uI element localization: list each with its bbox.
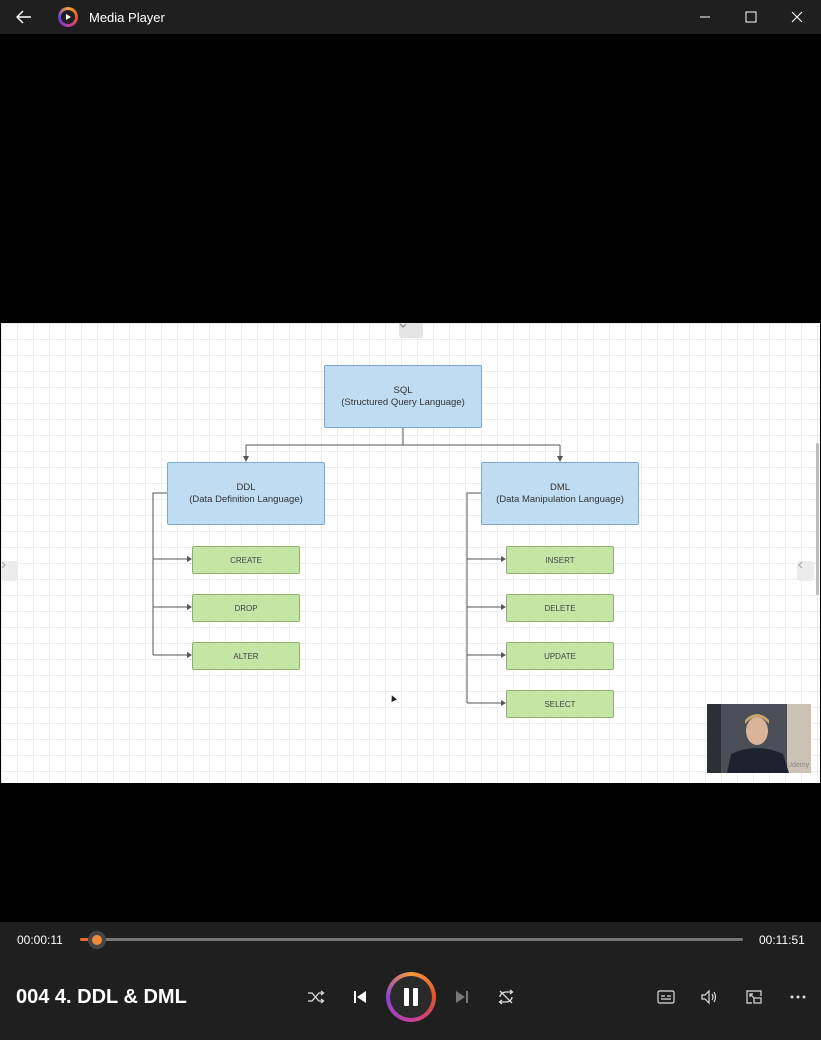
repeat-button[interactable]	[492, 984, 520, 1010]
title-bar: Media Player	[0, 0, 821, 34]
frame-scrollbar	[816, 443, 819, 595]
close-button[interactable]	[774, 0, 820, 34]
playback-controls: 00:00:11 00:11:51 004 4. DDL & DML	[0, 922, 821, 1040]
left-panel-tab	[1, 561, 18, 581]
chevron-right-icon	[1, 561, 6, 569]
miniplayer-icon	[746, 990, 762, 1004]
chevron-left-icon	[798, 561, 803, 569]
dml-node-title: DML	[549, 481, 571, 493]
maximize-button[interactable]	[728, 0, 774, 34]
dml-node-subtitle: (Data Manipulation Language)	[496, 493, 624, 505]
right-panel-tab	[797, 561, 814, 581]
window-title: Media Player	[89, 10, 165, 25]
captions-button[interactable]	[652, 984, 680, 1010]
dml-item-insert: INSERT	[506, 546, 614, 574]
total-time: 00:11:51	[759, 933, 805, 947]
ddl-node-subtitle: (Data Definition Language)	[189, 493, 303, 505]
ddl-node: DDL (Data Definition Language)	[167, 462, 325, 525]
ddl-item-drop: DROP	[192, 594, 300, 622]
collapse-tab	[399, 323, 423, 338]
shuffle-button[interactable]	[302, 984, 330, 1010]
pause-icon	[404, 988, 418, 1006]
media-player-logo-icon	[58, 7, 78, 27]
shuffle-icon	[308, 990, 325, 1004]
chevron-down-icon	[399, 323, 407, 328]
arrow-left-icon	[16, 10, 31, 24]
minimize-button[interactable]	[682, 0, 728, 34]
dml-item-update: UPDATE	[506, 642, 614, 670]
seek-bar[interactable]	[80, 938, 743, 941]
dml-node: DML (Data Manipulation Language)	[481, 462, 639, 525]
play-pause-button[interactable]	[386, 972, 436, 1022]
dml-item-select: SELECT	[506, 690, 614, 718]
next-icon	[456, 991, 468, 1003]
sql-node-title: SQL	[393, 384, 413, 396]
next-button[interactable]	[448, 984, 476, 1010]
media-title: 004 4. DDL & DML	[16, 986, 187, 1008]
previous-icon	[354, 991, 366, 1003]
sql-node-subtitle: (Structured Query Language)	[341, 396, 465, 408]
ddl-item-alter: ALTER	[192, 642, 300, 670]
dml-item-delete: DELETE	[506, 594, 614, 622]
miniplayer-button[interactable]	[740, 984, 768, 1010]
maximize-icon	[745, 11, 757, 23]
ddl-node-title: DDL	[236, 481, 256, 493]
repeat-icon	[498, 989, 514, 1005]
more-icon	[790, 995, 806, 999]
diagram-connectors	[152, 428, 563, 706]
udemy-watermark: Udemy	[787, 762, 810, 769]
volume-icon	[701, 989, 717, 1005]
previous-button[interactable]	[346, 984, 374, 1010]
minimize-icon	[700, 16, 710, 18]
ddl-item-create: CREATE	[192, 546, 300, 574]
current-time: 00:00:11	[17, 933, 63, 947]
seek-thumb[interactable]	[88, 931, 106, 949]
sql-node: SQL (Structured Query Language)	[324, 365, 482, 428]
seek-bar-progress	[80, 938, 91, 941]
video-frame: SQL (Structured Query Language) DDL (Dat…	[1, 323, 820, 783]
close-icon	[791, 11, 803, 23]
volume-button[interactable]	[695, 984, 723, 1010]
instructor-webcam: Udemy	[707, 704, 811, 773]
captions-icon	[657, 990, 675, 1004]
back-button[interactable]	[10, 4, 38, 30]
more-options-button[interactable]	[784, 984, 812, 1010]
video-viewport[interactable]: SQL (Structured Query Language) DDL (Dat…	[0, 34, 821, 922]
